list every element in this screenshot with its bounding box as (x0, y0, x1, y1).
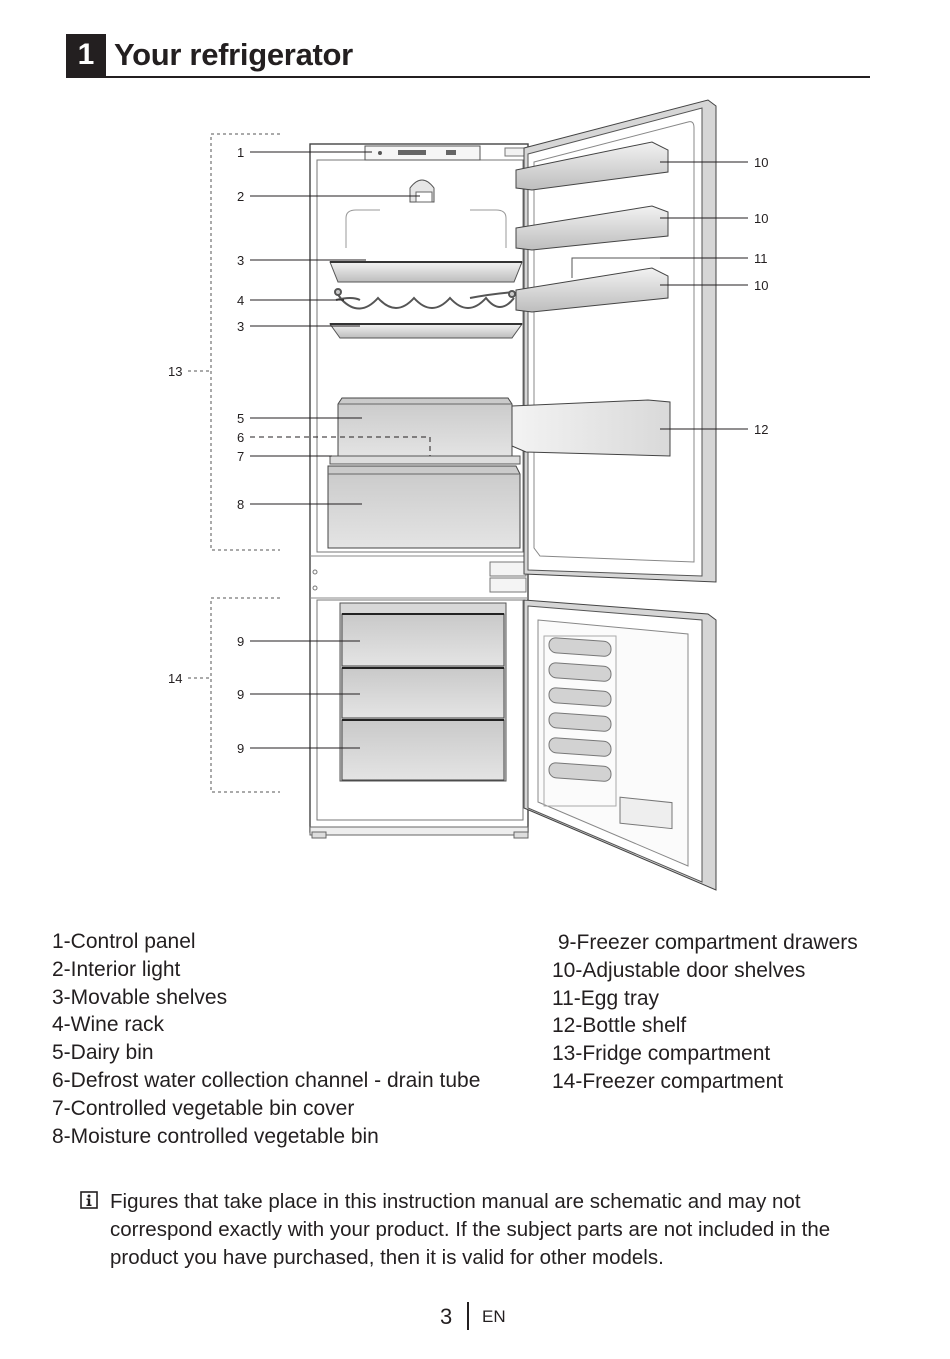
moisture-controlled-vegetable-bin (327, 465, 521, 549)
legend-item: 7-Controlled vegetable bin cover (52, 1096, 355, 1120)
control-panel (364, 145, 528, 161)
movable-shelf-upper (329, 261, 523, 283)
callout-1: 1 (237, 145, 244, 160)
callout-4: 4 (237, 293, 244, 308)
callout-3-upper: 3 (237, 253, 244, 268)
callout-11: 11 (754, 251, 768, 266)
callout-10-middle: 10 (754, 211, 768, 226)
legend-item: 12-Bottle shelf (552, 1014, 687, 1038)
legend-item: 4-Wine rack (52, 1013, 165, 1037)
refrigerator-diagram: 1 2 3 4 3 13 5 6 7 8 9 14 9 9 10 10 11 1… (168, 99, 768, 891)
page-number: 3 (440, 1304, 453, 1329)
callout-3-lower: 3 (237, 319, 244, 334)
legend-item: 6-Defrost water collection channel - dra… (52, 1068, 481, 1092)
freezer-drawers (339, 602, 507, 782)
note-text: Figures that take place in this instruct… (110, 1190, 831, 1269)
vegetable-bin-cover (329, 455, 521, 465)
legend-item: 11-Egg tray (552, 986, 659, 1010)
wine-rack (334, 288, 516, 310)
footer-divider (467, 1302, 469, 1330)
callout-14: 14 (168, 671, 182, 686)
egg-tray (571, 257, 660, 278)
legend-item: 2-Interior light (52, 957, 181, 981)
chapter-header: 1 Your refrigerator (66, 34, 870, 78)
language-code: EN (482, 1307, 506, 1326)
info-icon (80, 1191, 98, 1209)
callout-13: 13 (168, 364, 182, 379)
callout-6: 6 (237, 430, 244, 445)
callout-9-top: 9 (237, 634, 244, 649)
legend-item: 9-Freezer compartment drawers (552, 931, 858, 954)
legend-item: 10-Adjustable door shelves (552, 958, 806, 982)
dairy-bin (337, 397, 513, 459)
callout-8: 8 (237, 497, 244, 512)
legend-item: 1-Control panel (52, 930, 196, 953)
legend-item: 14-Freezer compartment (552, 1069, 784, 1093)
callout-9-bottom: 9 (237, 741, 244, 756)
page-footer: 3 EN (0, 1302, 950, 1332)
legend-item: 3-Movable shelves (52, 985, 228, 1009)
freezer-door (523, 599, 717, 891)
chapter-title: Your refrigerator (114, 37, 353, 72)
callout-10-bottom: 10 (754, 278, 768, 293)
movable-shelf-lower (329, 323, 523, 339)
callout-9-middle: 9 (237, 687, 244, 702)
interior-light (409, 179, 435, 203)
callout-2: 2 (237, 189, 244, 204)
compartment-brackets (188, 133, 280, 793)
parts-legend-left: 1-Control panel 2-Interior light 3-Movab… (52, 928, 480, 1150)
callout-lines (250, 151, 748, 749)
legend-item: 13-Fridge compartment (552, 1042, 771, 1066)
callout-10-top: 10 (754, 155, 768, 170)
door-shelves (515, 141, 669, 313)
legend-item: 8-Moisture controlled vegetable bin (52, 1124, 379, 1148)
callout-5: 5 (237, 411, 244, 426)
callout-12: 12 (754, 422, 768, 437)
chapter-number-badge: 1 (66, 34, 106, 76)
legend-item: 5-Dairy bin (52, 1041, 154, 1065)
bottle-shelf (511, 399, 671, 457)
parts-legend-right: 9-Freezer compartment drawers 10-Adjusta… (552, 929, 858, 1096)
callout-7: 7 (237, 449, 244, 464)
